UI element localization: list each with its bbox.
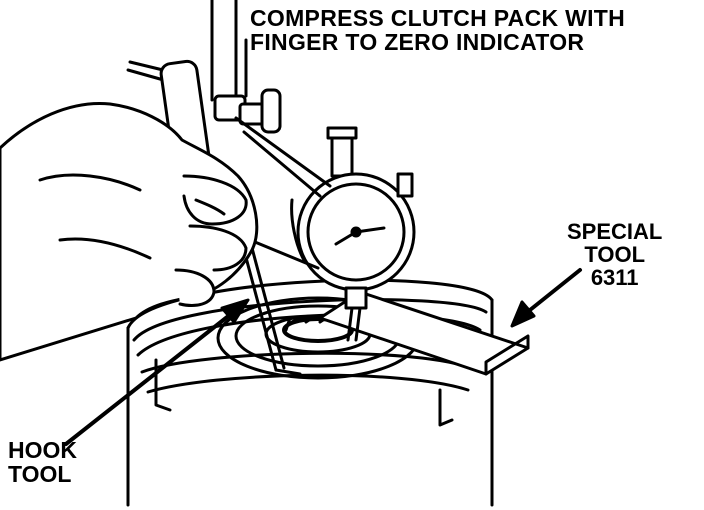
special-tool-line-3: 6311 — [590, 265, 639, 291]
support-rod — [210, 0, 248, 102]
special-tool-label: SPECIAL TOOL 6311 — [567, 220, 662, 289]
transmission-housing — [126, 278, 494, 507]
instruction-caption: COMPRESS CLUTCH PACK WITH FINGER TO ZERO… — [250, 6, 625, 54]
dial-indicator — [290, 126, 416, 342]
hook-tool-line-2: TOOL — [8, 461, 72, 488]
instruction-line-2: FINGER TO ZERO INDICATOR — [250, 29, 585, 56]
instruction-line-1: COMPRESS CLUTCH PACK WITH — [250, 5, 626, 31]
special-tool-line-2: TOOL — [584, 242, 646, 268]
dial-mount-arm — [234, 116, 332, 270]
special-tool-6311-bar — [318, 290, 530, 376]
technician-hand — [0, 101, 259, 362]
hook-tool-line-1: HOOK — [8, 437, 77, 463]
special-tool-line-1: SPECIAL — [567, 219, 663, 244]
hook-tool-label: HOOK TOOL — [8, 438, 77, 486]
callout-arrows — [64, 268, 582, 446]
clamp-knob — [213, 88, 282, 134]
